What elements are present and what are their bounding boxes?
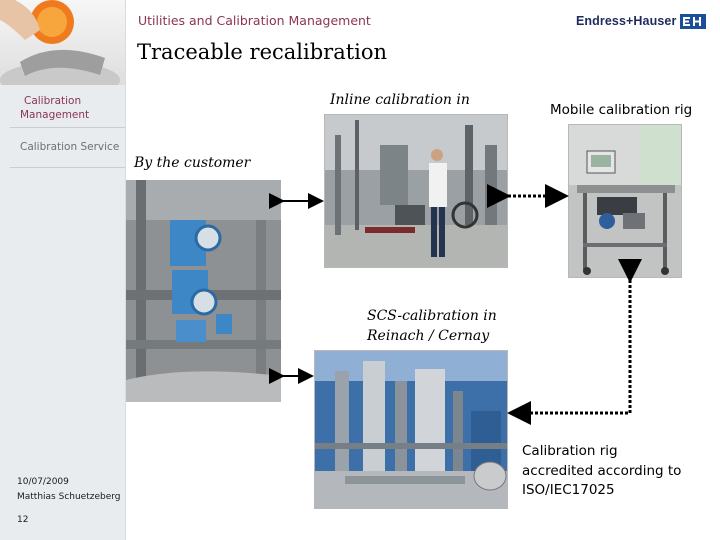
arrow-mobile-scs xyxy=(510,280,630,413)
rig-caption: Calibration rig accredited according to … xyxy=(522,442,712,501)
rig-caption-line2: accredited according to xyxy=(522,462,712,482)
rig-caption-line1: Calibration rig xyxy=(522,442,712,462)
rig-caption-line3: ISO/IEC17025 xyxy=(522,481,712,501)
